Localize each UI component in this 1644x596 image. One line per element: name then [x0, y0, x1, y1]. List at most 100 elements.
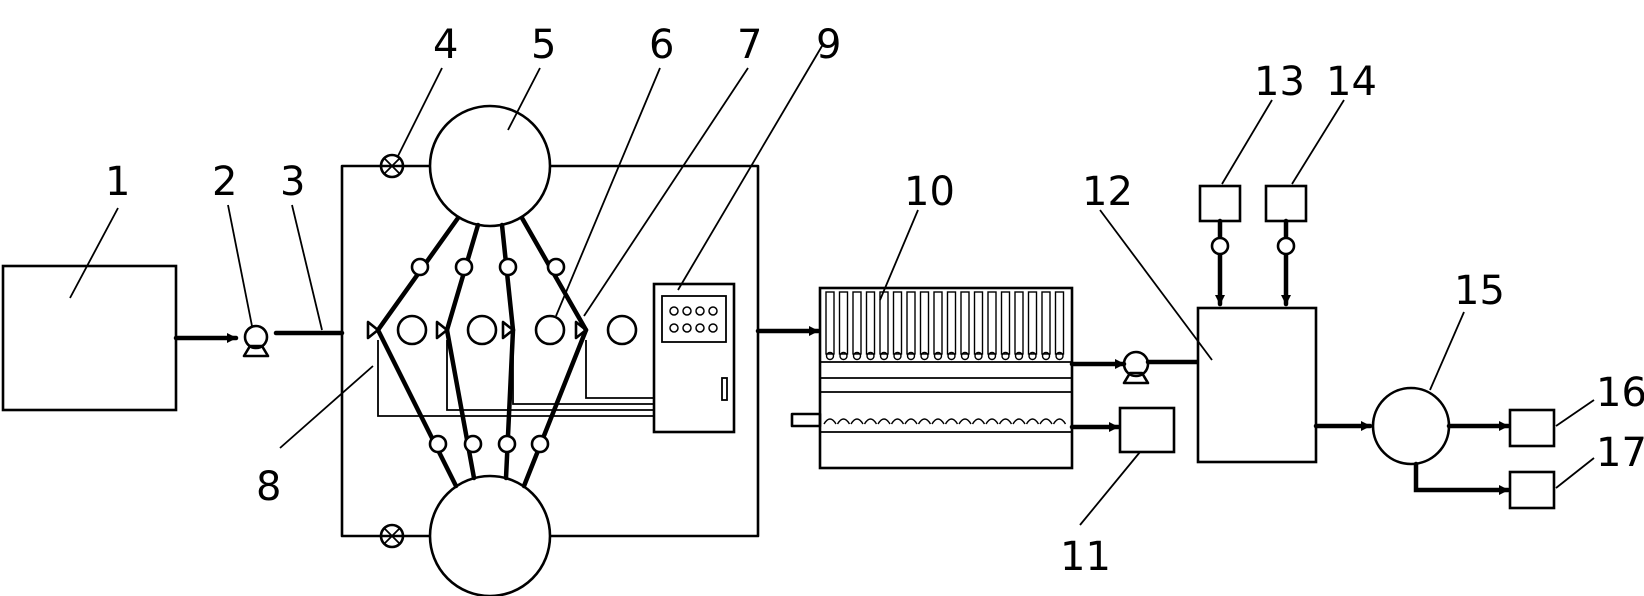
label-13: 13 [1254, 59, 1305, 105]
label-9: 9 [816, 22, 841, 68]
label-17: 17 [1596, 430, 1644, 476]
component-17-box [1508, 457, 1595, 510]
label-8: 8 [256, 464, 281, 510]
screw-flight [917, 418, 932, 425]
pipe-15-to-17 [1413, 461, 1511, 495]
screw-flight [904, 418, 918, 425]
feed-line [173, 330, 345, 343]
plate-roller [1028, 351, 1037, 361]
label-12: 12 [1082, 169, 1133, 215]
valve-bottom-left [379, 523, 405, 549]
screw-flight [1025, 418, 1040, 425]
label-11: 11 [1060, 534, 1111, 580]
label-6: 6 [649, 22, 674, 68]
label-4: 4 [433, 22, 458, 68]
plate-roller [893, 351, 902, 361]
plate-roller [1001, 351, 1010, 361]
screw-flight [971, 418, 986, 425]
component-6-7-units [366, 67, 749, 346]
label-2: 2 [212, 159, 237, 205]
screw-flight [1039, 418, 1053, 425]
leader-4 [397, 67, 443, 157]
leader-14 [1291, 99, 1345, 185]
leader-13 [1221, 99, 1273, 185]
leader-7 [583, 67, 749, 317]
screw-flight [836, 418, 851, 425]
plate-roller [879, 351, 889, 361]
leader-2 [227, 204, 253, 327]
plate-roller [987, 351, 997, 361]
screw-flight [823, 418, 837, 425]
lower-valves [428, 434, 550, 454]
screw-flight [850, 418, 864, 425]
leader-10 [879, 209, 919, 301]
filter-plate [919, 291, 930, 355]
filter-plate [906, 291, 916, 355]
filter-plate [1014, 291, 1024, 355]
filter-plate [973, 291, 984, 355]
filter-plate [1054, 291, 1065, 355]
label-7: 7 [737, 22, 762, 68]
component-1-tank [1, 207, 178, 412]
label-5: 5 [531, 22, 556, 68]
filter-plate [946, 291, 957, 355]
leader-11 [1079, 451, 1141, 526]
plate-roller [974, 351, 983, 361]
component-16-box [1508, 399, 1595, 448]
component-13-box [1198, 99, 1273, 307]
label-3: 3 [280, 159, 305, 205]
control-lines [279, 340, 654, 449]
filter-plate [852, 291, 862, 355]
component-12-reactor [1099, 209, 1318, 464]
filter-plate [933, 291, 943, 355]
component-2-pump [227, 204, 270, 358]
filter-plate [1000, 291, 1011, 355]
plate-roller [960, 351, 970, 361]
filter-plate [987, 291, 997, 355]
screw-flight [1012, 418, 1026, 425]
screw-flight [877, 418, 891, 425]
screw-flight [985, 418, 999, 425]
screw-flight [944, 418, 959, 425]
leader-16 [1555, 399, 1595, 427]
screw-flight [958, 418, 972, 425]
filter-plate [865, 291, 876, 355]
plate-roller [852, 351, 862, 361]
component-11-box [1079, 406, 1176, 526]
leader-17 [1555, 457, 1595, 489]
component-15-separator [1371, 311, 1465, 466]
label-14: 14 [1326, 59, 1377, 105]
leader-5 [507, 67, 541, 131]
vessel-bottom [428, 474, 552, 596]
label-16: 16 [1596, 370, 1644, 416]
label-1: 1 [105, 159, 130, 205]
screw-flight [1052, 418, 1067, 425]
plate-roller [825, 351, 835, 361]
filter-plate [1041, 291, 1051, 355]
pump-to-12 [1122, 350, 1150, 385]
filter-plate [892, 291, 903, 355]
filter-plate [1027, 291, 1038, 355]
component-10-filter-press [790, 209, 1074, 470]
component-9-controller [652, 45, 823, 434]
filter-plate [838, 291, 849, 355]
component-4-valve-top [379, 67, 443, 179]
upper-valves [410, 257, 566, 277]
plate-roller [906, 351, 916, 361]
leader-6 [555, 67, 661, 317]
leader-1 [69, 207, 119, 299]
leader-3 [291, 204, 323, 331]
leader-15 [1429, 311, 1465, 391]
leader-9 [677, 45, 823, 291]
plate-roller [947, 351, 956, 361]
screw-flight [890, 418, 905, 425]
plate-roller [866, 351, 875, 361]
label-10: 10 [904, 169, 955, 215]
plate-roller [839, 351, 848, 361]
plate-roller [1014, 351, 1024, 361]
screw-flight [998, 418, 1013, 425]
leader-12 [1099, 209, 1213, 361]
component-14-box [1264, 99, 1345, 307]
label-15: 15 [1454, 268, 1505, 314]
